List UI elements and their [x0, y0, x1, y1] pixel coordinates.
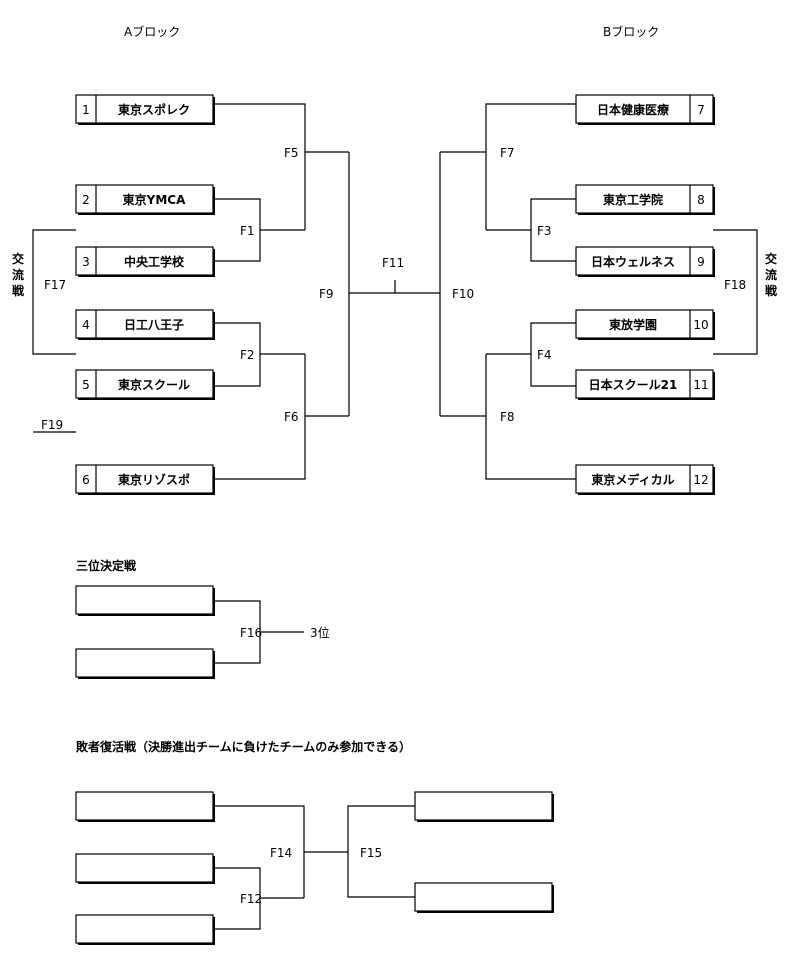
exchange-label-left: 戦	[12, 283, 25, 298]
team-slot-12: 東京メディカル 12	[575, 464, 715, 495]
team-slot-8: 東京工学院 8	[575, 184, 715, 215]
match-label-f12: F12	[240, 892, 262, 906]
match-label-f19: F19	[41, 418, 63, 432]
team-slot-6: 6 東京リゾスポ	[75, 464, 215, 495]
team-seed: 10	[693, 318, 708, 332]
team-slot-10: 東放学園 10	[575, 309, 715, 340]
team-name: 日工八王子	[124, 318, 184, 332]
team-name: 中央工学校	[124, 254, 185, 269]
repechage-slot-1	[75, 791, 215, 822]
team-seed: 5	[82, 378, 90, 392]
exchange-label-right: 交	[765, 251, 777, 266]
team-slot-4: 4 日工八王子	[75, 309, 215, 340]
exchange-label-left: 流	[12, 267, 24, 282]
repechage-slot-4	[414, 791, 554, 822]
team-name: 東京工学院	[603, 192, 663, 207]
team-name: 日本スクール21	[589, 377, 678, 392]
team-slot-3: 3 中央工学校	[75, 246, 215, 277]
team-seed: 4	[82, 318, 90, 332]
repechage-title: 敗者復活戦（決勝進出チームに負けたチームのみ参加できる）	[75, 739, 411, 754]
block-b-title: Bブロック	[603, 24, 659, 39]
third-place-slot-2	[75, 648, 215, 679]
match-label-f10: F10	[452, 287, 474, 301]
repechage-lines	[213, 805, 415, 930]
match-label-f7: F7	[500, 146, 515, 160]
team-name: 日本ウェルネス	[591, 254, 675, 269]
team-slot-1: 1 東京スポレク	[75, 94, 215, 125]
exchange-label-right: 戦	[765, 283, 778, 298]
match-label-f4: F4	[537, 348, 552, 362]
match-label-f17: F17	[44, 278, 66, 292]
team-slot-2: 2 東京YMCA	[75, 184, 215, 215]
team-seed: 6	[82, 473, 90, 487]
match-label-f5: F5	[284, 146, 299, 160]
match-label-f18: F18	[724, 278, 746, 292]
team-seed: 2	[82, 193, 90, 207]
team-name: 東京YMCA	[123, 192, 186, 207]
bracket-lines-a	[213, 103, 440, 480]
match-label-f16: F16	[240, 626, 262, 640]
third-place-slot-1	[75, 585, 215, 616]
team-slot-5: 5 東京スクール	[75, 369, 215, 400]
team-slot-9: 日本ウェルネス 9	[575, 246, 715, 277]
match-label-f9: F9	[319, 287, 334, 301]
team-slot-11: 日本スクール21 11	[575, 369, 715, 400]
team-seed: 7	[697, 103, 705, 117]
match-label-f14: F14	[270, 846, 292, 860]
third-place-result: 3位	[310, 625, 330, 640]
block-a-title: Aブロック	[124, 24, 180, 39]
team-seed: 11	[693, 378, 708, 392]
team-name: 東京リゾスポ	[118, 472, 190, 487]
team-name: 東京スポレク	[118, 102, 190, 117]
team-name: 東京スクール	[118, 377, 190, 392]
exchange-label-right: 流	[765, 267, 777, 282]
third-place-lines	[213, 600, 304, 664]
exchange-bracket-left	[32, 229, 76, 355]
bracket-lines-b	[439, 103, 576, 480]
third-place-title: 三位決定戦	[76, 558, 137, 573]
match-label-f3: F3	[537, 224, 552, 238]
exchange-label-left: 交	[12, 251, 24, 266]
match-label-f6: F6	[284, 410, 299, 424]
team-name: 東京メディカル	[591, 472, 674, 487]
team-seed: 8	[697, 193, 705, 207]
match-label-f1: F1	[240, 224, 255, 238]
match-label-f15: F15	[360, 846, 382, 860]
match-label-f2: F2	[240, 348, 255, 362]
repechage-slot-5	[414, 882, 554, 913]
team-seed: 12	[693, 473, 708, 487]
match-label-f11: F11	[382, 256, 404, 270]
team-seed: 3	[82, 255, 90, 269]
match-label-f8: F8	[500, 410, 515, 424]
team-seed: 9	[697, 255, 705, 269]
team-seed: 1	[82, 103, 90, 117]
team-name: 東放学園	[609, 317, 657, 332]
team-slot-7: 日本健康医療 7	[575, 94, 715, 125]
team-name: 日本健康医療	[597, 102, 669, 117]
repechage-slot-2	[75, 853, 215, 884]
repechage-slot-3	[75, 914, 215, 945]
exchange-bracket-right	[713, 229, 758, 355]
